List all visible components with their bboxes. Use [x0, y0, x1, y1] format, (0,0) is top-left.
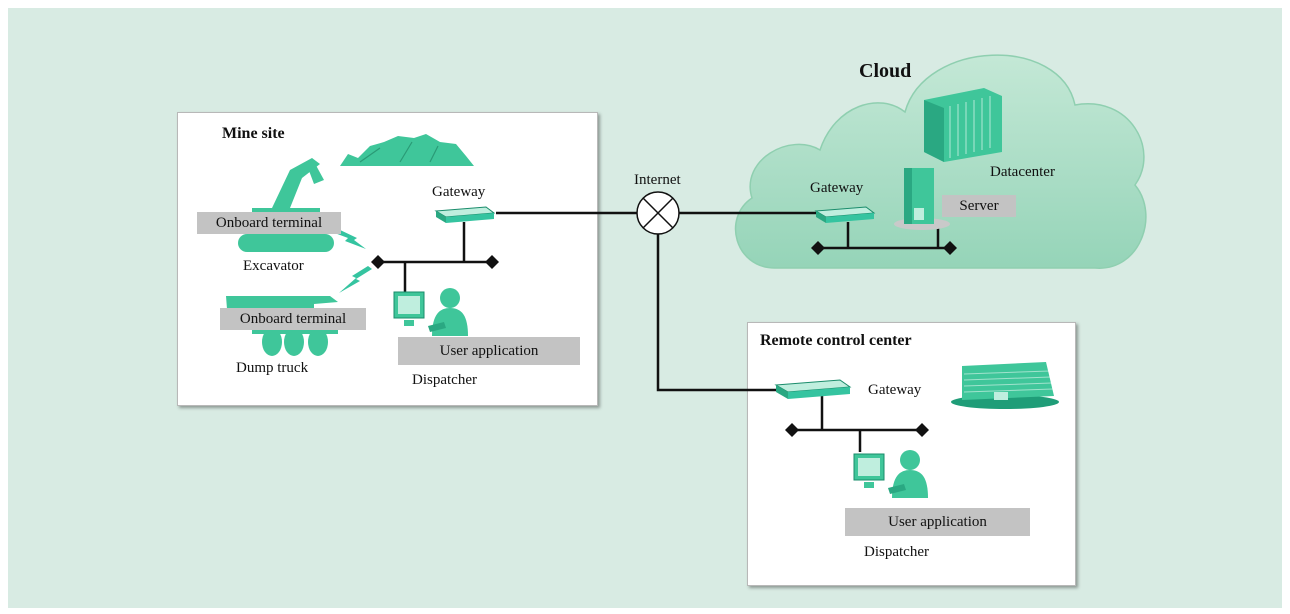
excavator-terminal-tag: Onboard terminal — [197, 212, 341, 234]
gateway-icon — [774, 379, 852, 399]
server-tag: Server — [942, 195, 1016, 217]
gateway-icon — [434, 206, 496, 223]
datacenter-label: Datacenter — [990, 164, 1055, 180]
mine-site-title: Mine site — [222, 125, 285, 142]
internet-label: Internet — [634, 172, 681, 188]
internet-router-icon — [636, 191, 680, 235]
mine-dispatcher-label: Dispatcher — [412, 372, 477, 388]
datacenter-icon — [924, 88, 1002, 162]
remote-gateway-label: Gateway — [868, 382, 922, 398]
mountain-icon — [340, 134, 474, 166]
mine-user-application-tag: User application — [398, 337, 580, 365]
dispatcher-workstation-icon — [393, 288, 468, 336]
excavator-icon — [238, 158, 334, 252]
building-icon — [951, 362, 1059, 409]
remote-dispatcher-label: Dispatcher — [864, 544, 929, 560]
dump-truck-label: Dump truck — [236, 360, 309, 376]
mine-gateway-label: Gateway — [432, 184, 486, 200]
truck-terminal-tag: Onboard terminal — [220, 308, 366, 330]
server-icon — [894, 168, 950, 230]
cloud-title: Cloud — [859, 60, 912, 82]
gateway-icon — [814, 206, 876, 223]
excavator-label: Excavator — [243, 258, 304, 274]
remote-user-application-tag: User application — [845, 508, 1030, 536]
cloud-gateway-label: Gateway — [810, 180, 864, 196]
dispatcher-workstation-icon — [853, 450, 928, 498]
wireless-signal-icon — [332, 229, 366, 249]
remote-center-title: Remote control center — [760, 332, 912, 349]
wireless-signal-icon — [339, 266, 372, 293]
